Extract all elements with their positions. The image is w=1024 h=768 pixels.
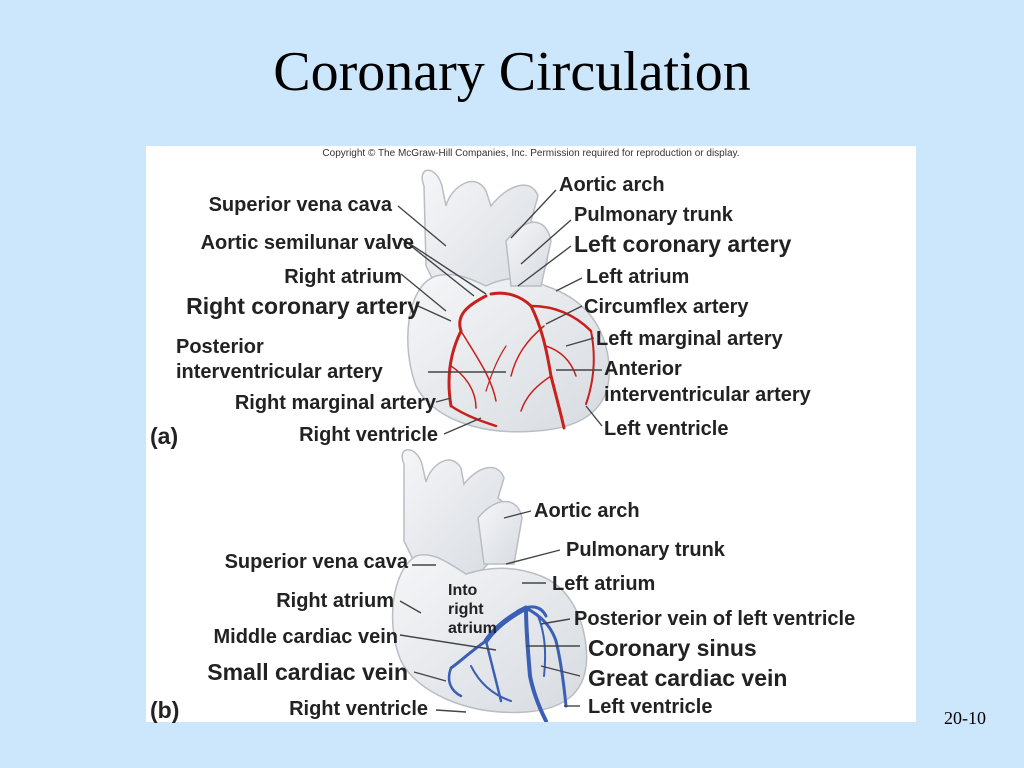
- label-right-atrium-b: Right atrium: [276, 590, 394, 612]
- label-right-marginal-artery: Right marginal artery: [234, 392, 436, 414]
- label-into-2: right: [448, 601, 484, 618]
- label-aortic-arch-b: Aortic arch: [534, 500, 640, 522]
- label-pulmonary-trunk-a: Pulmonary trunk: [574, 204, 733, 226]
- label-aortic-arch-a: Aortic arch: [559, 174, 665, 196]
- slide-title: Coronary Circulation: [273, 41, 751, 103]
- label-middle-cardiac-vein: Middle cardiac vein: [213, 626, 398, 648]
- label-aortic-semilunar-valve: Aortic semilunar valve: [200, 232, 414, 254]
- label-left-ventricle-a: Left ventricle: [604, 418, 729, 440]
- label-left-marginal-artery: Left marginal artery: [596, 328, 783, 350]
- heart-figure: Copyright © The McGraw-Hill Companies, I…: [146, 146, 916, 723]
- label-into-3: atrium: [448, 620, 497, 637]
- label-right-atrium-a: Right atrium: [284, 266, 402, 288]
- label-posterior-interventricular-2: interventricular artery: [176, 361, 383, 383]
- label-posterior-vein-left-ventricle: Posterior vein of left ventricle: [574, 608, 856, 630]
- label-left-atrium-b: Left atrium: [552, 573, 656, 595]
- label-right-coronary-artery: Right coronary artery: [186, 293, 420, 319]
- label-small-cardiac-vein: Small cardiac vein: [207, 659, 408, 685]
- panel-b-tag: (b): [150, 697, 180, 723]
- label-anterior-interventricular-2: interventricular artery: [604, 384, 811, 406]
- label-circumflex-artery: Circumflex artery: [584, 296, 749, 318]
- heart-illustration: [391, 169, 610, 722]
- heart-a: [407, 169, 610, 433]
- label-left-coronary-artery: Left coronary artery: [574, 231, 792, 257]
- label-posterior-interventricular-1: Posterior: [176, 336, 264, 358]
- label-left-atrium-a: Left atrium: [586, 266, 690, 288]
- panel-a-tag: (a): [150, 423, 179, 449]
- label-left-ventricle-b: Left ventricle: [588, 696, 713, 718]
- label-into-1: Into: [448, 582, 478, 599]
- label-right-ventricle-a: Right ventricle: [299, 424, 438, 446]
- label-superior-vena-cava-a: Superior vena cava: [208, 194, 392, 216]
- pulmonary-trunk-b: [477, 500, 523, 565]
- label-superior-vena-cava-b: Superior vena cava: [224, 551, 408, 573]
- copyright-notice: Copyright © The McGraw-Hill Companies, I…: [322, 148, 740, 159]
- label-anterior-interventricular-1: Anterior: [604, 358, 682, 380]
- heart-body-a: [407, 273, 610, 433]
- page-number: 20-10: [944, 708, 986, 728]
- label-right-ventricle-b: Right ventricle: [289, 698, 428, 720]
- label-great-cardiac-vein: Great cardiac vein: [588, 665, 788, 691]
- label-pulmonary-trunk-b: Pulmonary trunk: [566, 539, 725, 561]
- leader-lines: [397, 189, 603, 713]
- veins-b: [447, 605, 568, 722]
- label-coronary-sinus: Coronary sinus: [588, 635, 757, 661]
